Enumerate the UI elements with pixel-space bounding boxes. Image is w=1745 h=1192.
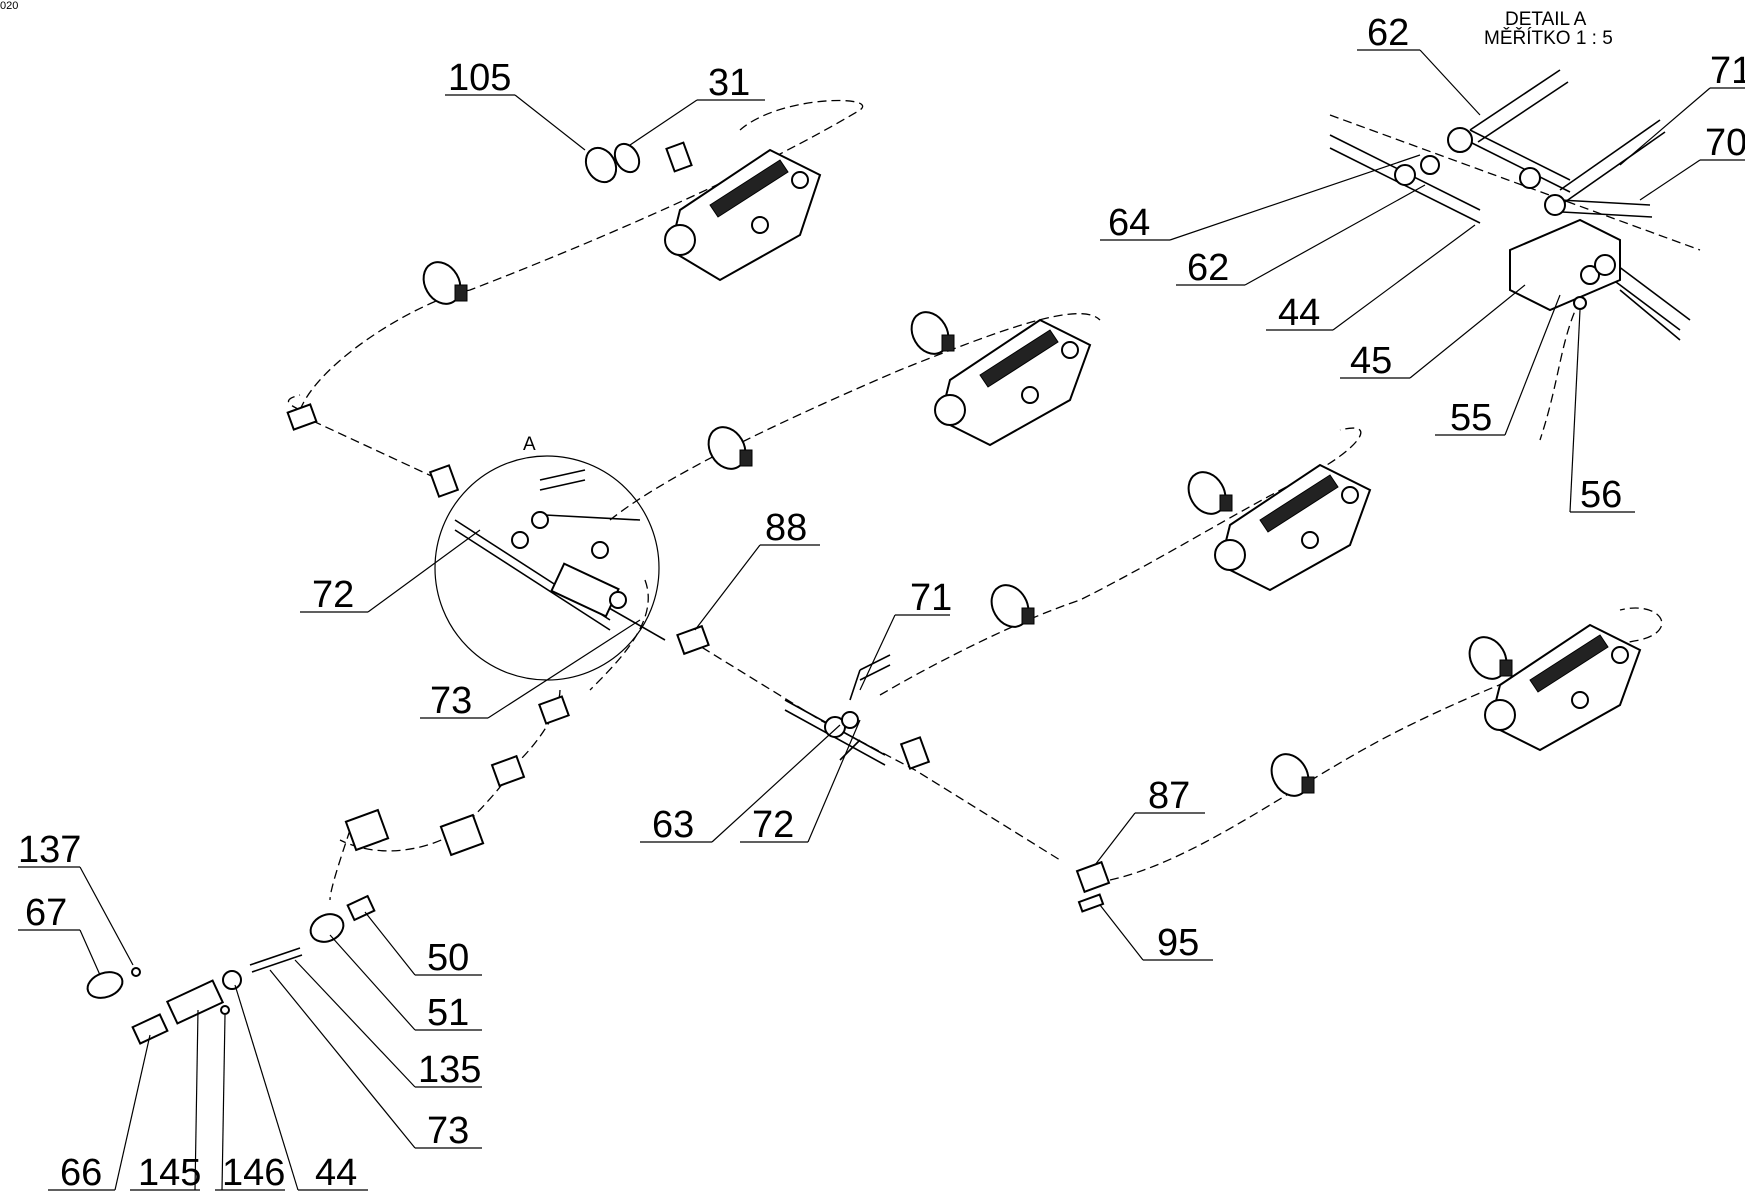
detail-a-circle [434,455,660,681]
callout-73: 73 [427,1110,469,1152]
lower-left-fittings [86,894,376,1045]
callout-64: 64 [1108,202,1150,244]
small-manifold-assembly [454,469,666,641]
callout-137: 137 [18,829,81,871]
detail-a-scale: MĚŘÍTKO 1 : 5 [1484,27,1613,49]
detail-a-manifold [1329,69,1691,341]
cylinder-right-lower [1484,623,1642,752]
cylinder-right-upper [1214,463,1372,592]
callout-87: 87 [1148,775,1190,817]
callout-62: 62 [1367,12,1409,54]
callout-62: 62 [1187,247,1229,289]
callout-51: 51 [427,992,469,1034]
callout-72: 72 [752,804,794,846]
hose-lines [287,99,1701,901]
callout-67: 67 [25,892,67,934]
callout-31: 31 [708,62,750,104]
callout-95: 95 [1157,922,1199,964]
callout-44: 44 [1278,292,1320,334]
drawing-corner-number: 020 [0,0,19,12]
detail-a-marker: A [523,434,536,455]
callout-55: 55 [1450,397,1492,439]
cylinder-middle [934,318,1092,447]
callout-70: 70 [1705,122,1745,164]
callout-63: 63 [652,804,694,846]
callout-88: 88 [765,507,807,549]
callout-146: 146 [222,1152,285,1192]
hose-holders [286,141,1111,913]
callout-73: 73 [430,680,472,722]
callout-44: 44 [315,1152,357,1192]
callout-105: 105 [448,57,511,99]
callout-72: 72 [312,574,354,616]
callout-66: 66 [60,1152,102,1192]
hose-clamps [422,142,1513,797]
callout-71: 71 [1710,50,1745,92]
callout-45: 45 [1350,340,1392,382]
detail-a-title: DETAIL A [1505,9,1587,30]
callout-56: 56 [1580,474,1622,516]
callout-50: 50 [427,937,469,979]
central-distributor [784,654,891,766]
cylinder-top [664,148,822,282]
callout-135: 135 [418,1049,481,1091]
leader-lines [18,49,1745,1191]
callout-labels: 105 31 62 71 70 64 62 44 45 55 56 72 88 … [18,12,1745,1192]
callout-71: 71 [910,577,952,619]
callout-145: 145 [138,1152,201,1192]
